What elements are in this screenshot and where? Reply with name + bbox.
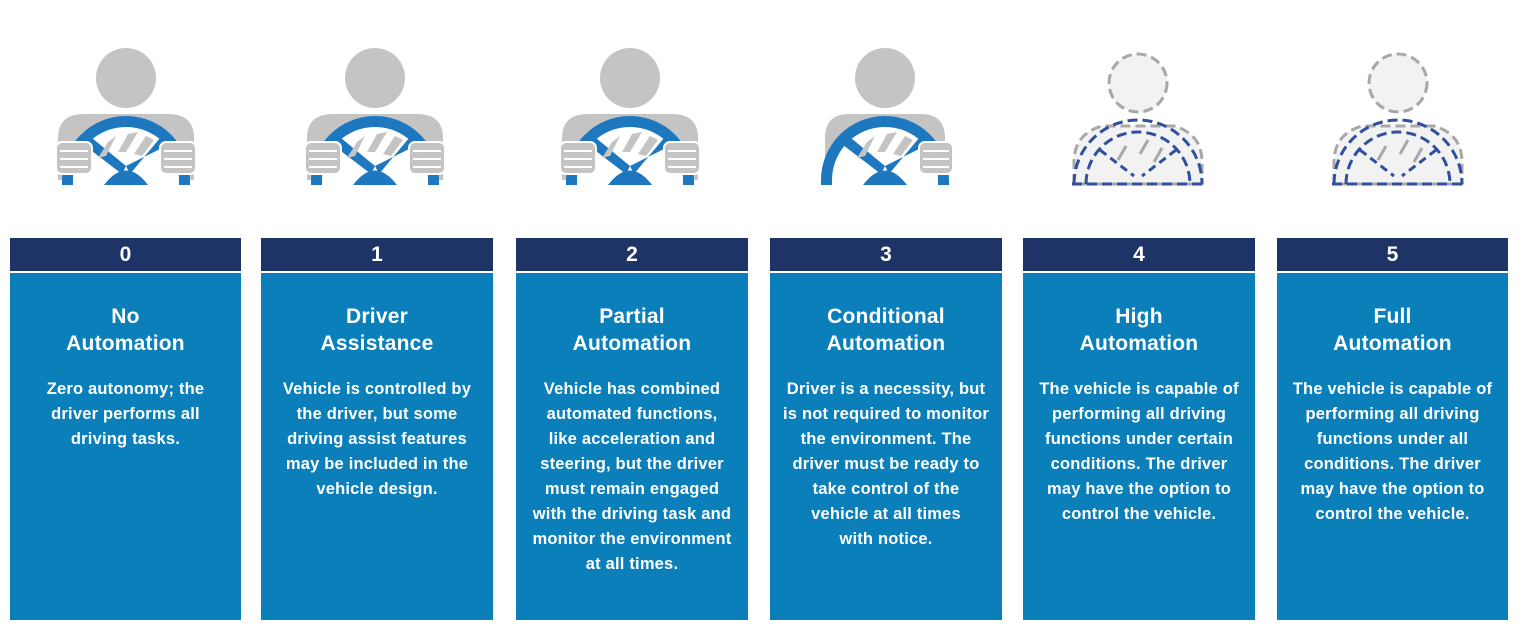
level-0-icon xyxy=(46,38,206,193)
level-title: Partial Automation xyxy=(572,305,692,355)
level-number: 5 xyxy=(1277,238,1508,271)
level-5-icon xyxy=(1318,38,1478,193)
level-description: The vehicle is capable of performing all… xyxy=(1292,380,1493,523)
dashed-driver-optional-icon xyxy=(1072,52,1204,186)
driver-hands-on-wheel-icon xyxy=(304,48,446,185)
level-description: Vehicle is controlled by the driver, but… xyxy=(282,380,472,498)
level-2-column: 2 Partial Automation Vehicle has combine… xyxy=(516,238,748,620)
level-number: 2 xyxy=(516,238,748,271)
driver-hands-on-wheel-icon xyxy=(55,48,197,185)
level-4-column: 4 High Automation The vehicle is capable… xyxy=(1023,238,1255,620)
driver-hands-on-wheel-icon xyxy=(559,48,701,185)
level-title: Driver Assistance xyxy=(320,305,434,355)
level-panel: Conditional Automation Driver is a neces… xyxy=(770,273,1002,620)
level-description: Driver is a necessity, but is not requir… xyxy=(783,380,989,548)
level-3-column: 3 Conditional Automation Driver is a nec… xyxy=(770,238,1002,620)
level-number: 0 xyxy=(10,238,241,271)
level-panel: Full Automation The vehicle is capable o… xyxy=(1277,273,1508,620)
level-1-column: 1 Driver Assistance Vehicle is controlle… xyxy=(261,238,493,620)
level-title: Conditional Automation xyxy=(826,305,946,355)
level-title: No Automation xyxy=(66,305,185,355)
level-panel: High Automation The vehicle is capable o… xyxy=(1023,273,1255,620)
level-title: Full Automation xyxy=(1333,305,1452,355)
level-description: The vehicle is capable of performing all… xyxy=(1039,380,1239,523)
level-number: 1 xyxy=(261,238,493,271)
driver-hands-off-wheel-icon xyxy=(821,48,954,185)
level-panel: No Automation Zero autonomy; the driver … xyxy=(10,273,241,620)
level-panel: Driver Assistance Vehicle is controlled … xyxy=(261,273,493,620)
level-number: 3 xyxy=(770,238,1002,271)
level-description: Vehicle has combined automated functions… xyxy=(532,380,732,573)
level-1-icon xyxy=(295,38,455,193)
level-panel: Partial Automation Vehicle has combined … xyxy=(516,273,748,620)
dashed-driver-optional-icon xyxy=(1332,52,1464,186)
level-title: High Automation xyxy=(1079,305,1199,355)
level-4-icon xyxy=(1058,38,1218,193)
level-0-column: 0 No Automation Zero autonomy; the drive… xyxy=(10,238,241,620)
level-description: Zero autonomy; the driver performs all d… xyxy=(46,380,205,448)
level-3-icon xyxy=(805,38,965,193)
level-5-column: 5 Full Automation The vehicle is capable… xyxy=(1277,238,1508,620)
level-2-icon xyxy=(550,38,710,193)
level-number: 4 xyxy=(1023,238,1255,271)
